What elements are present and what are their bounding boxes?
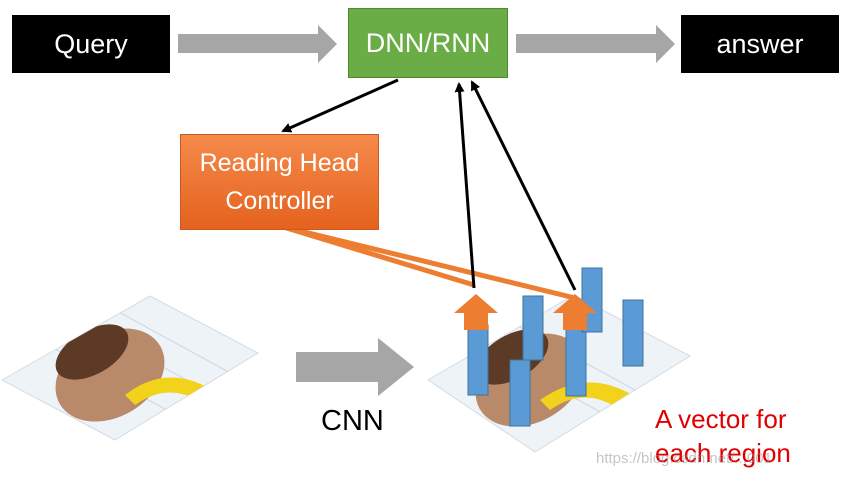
reading-head-controller-node: Reading Head Controller xyxy=(180,134,379,230)
vector-bar xyxy=(467,324,489,396)
vector-caption-line2: each region xyxy=(655,438,791,468)
vector-bar xyxy=(509,359,531,427)
vector-bar xyxy=(622,299,644,367)
vector-caption: A vector for each region xyxy=(655,402,791,470)
watermark: https://blog.csdn.net/...001 xyxy=(596,450,772,467)
dnn-rnn-node: DNN/RNN xyxy=(348,8,508,78)
region-to-dnn-arrow-2 xyxy=(470,80,577,291)
dnn-to-answer-arrow xyxy=(516,25,675,63)
read-head-arrow-1 xyxy=(454,294,498,330)
region-vector-bars xyxy=(467,267,644,427)
input-image xyxy=(0,295,260,441)
query-label: Query xyxy=(54,28,128,59)
vector-bar xyxy=(522,295,544,361)
region-to-dnn-arrow-1 xyxy=(454,82,476,289)
cnn-label: CNN xyxy=(321,405,384,437)
query-node: Query xyxy=(12,15,170,73)
vector-caption-line1: A vector for xyxy=(655,404,787,434)
vector-bar xyxy=(565,327,587,397)
answer-label: answer xyxy=(716,28,804,59)
read-head-arrows xyxy=(454,294,597,330)
controller-label-line2: Controller xyxy=(225,187,334,215)
dnn-to-controller-arrow xyxy=(281,78,399,133)
controller-label-line1: Reading Head xyxy=(199,149,360,177)
answer-node: answer xyxy=(681,15,839,73)
query-to-dnn-arrow xyxy=(178,25,337,63)
read-line-2 xyxy=(279,223,576,301)
dnn-rnn-label: DNN/RNN xyxy=(365,27,491,58)
read-head-arrow-2 xyxy=(553,294,597,330)
cnn-arrow xyxy=(296,338,414,396)
